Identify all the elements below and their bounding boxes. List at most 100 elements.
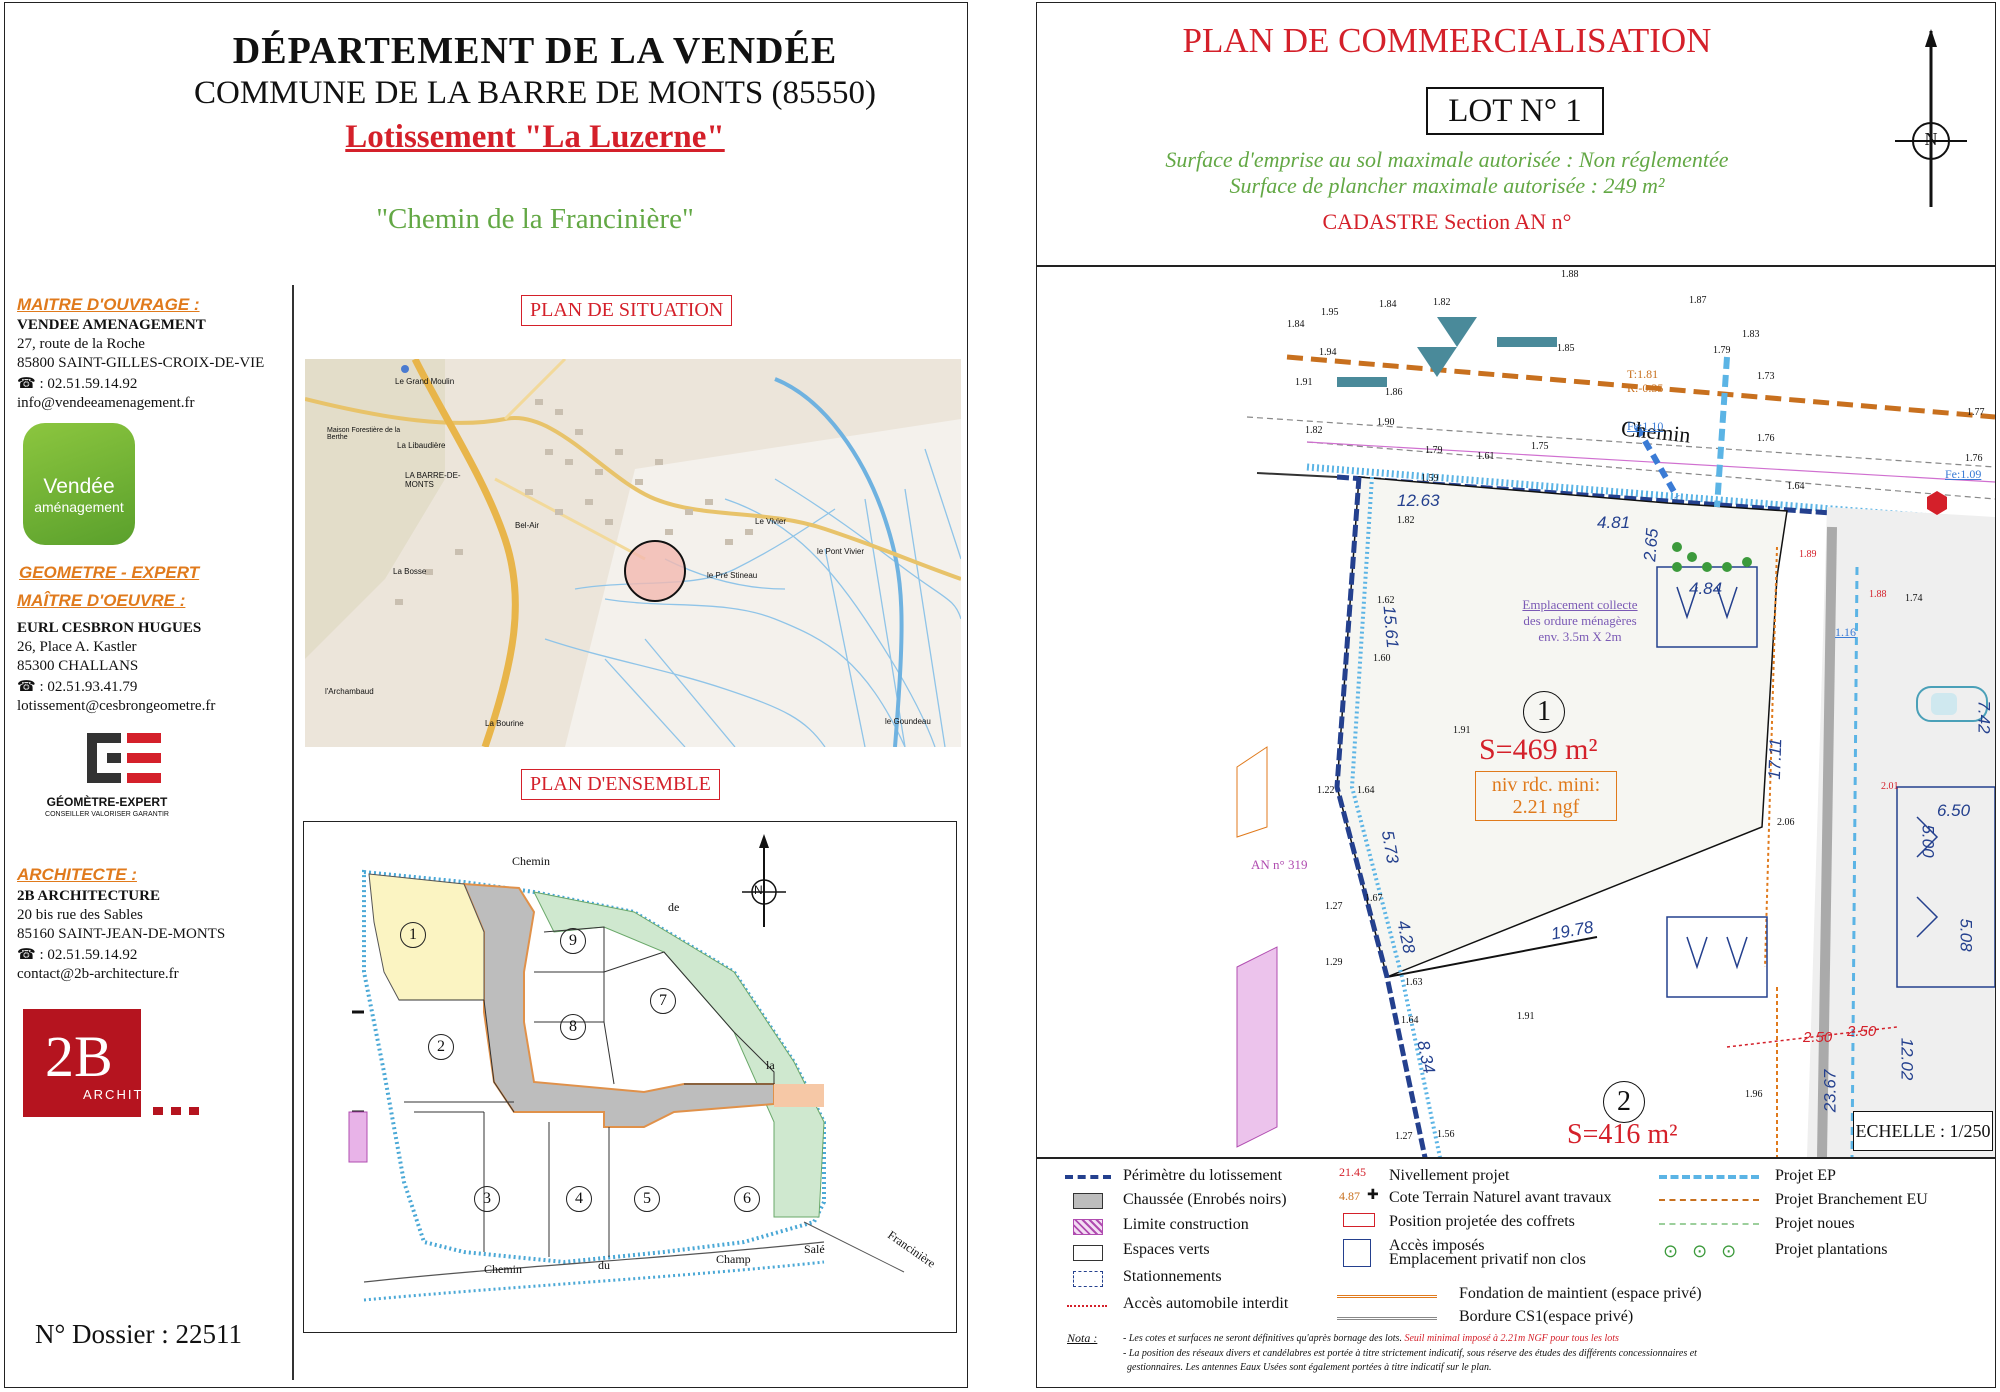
- spot-level: 1.91: [1295, 377, 1313, 388]
- lot-plan: Chemin 1 S=469 m² niv rdc. mini: 2.21 ng…: [1037, 267, 1995, 1157]
- lot-marker: 7: [650, 988, 676, 1014]
- legend-item: Emplacement privatif non clos: [1389, 1251, 1586, 1268]
- map-label: le Goundeau: [885, 717, 931, 726]
- dimension-label: 7.42: [1974, 700, 1994, 734]
- ge-logo-text: GÉOMÈTRE-EXPERT: [46, 795, 168, 809]
- lot-marker: 6: [734, 1186, 760, 1212]
- niv-rdc-box: niv rdc. mini: 2.21 ngf: [1475, 771, 1617, 821]
- nota-line3: gestionnaires. Les antennes Eaux Usées s…: [1127, 1362, 1492, 1373]
- spot-level: 1.82: [1397, 515, 1415, 526]
- cadastre-text: CADASTRE Section AN n°: [1322, 209, 1572, 234]
- phone-icon: ☎: [17, 679, 36, 695]
- maitre-ouvrage-email: info@vendeeamenagement.fr: [17, 395, 195, 411]
- lot2-marker: 2: [1603, 1081, 1645, 1123]
- dossier-number: N° Dossier : 22511: [35, 1319, 243, 1349]
- north-label: N: [754, 883, 763, 897]
- ep-label: 1.16: [1835, 625, 1856, 639]
- acces-interdit-symbol: [1067, 1305, 1107, 1307]
- lot-marker: 8: [560, 1014, 586, 1040]
- limite-construction-symbol: [1073, 1219, 1103, 1235]
- spot-level: 1.64: [1357, 785, 1375, 796]
- projet-noues-symbol: [1659, 1223, 1759, 1225]
- legend-item: Projet Branchement EU: [1775, 1191, 1928, 1208]
- spot-level: 1.67: [1365, 893, 1383, 904]
- spot-level: 1.84: [1379, 299, 1397, 310]
- ep-label: Fe:1.10: [1627, 419, 1664, 433]
- ensemble-plan-drawing: [348, 834, 905, 1302]
- map-label: La Bourine: [485, 719, 524, 728]
- maitre-oeuvre-heading: MAÎTRE D'OEUVRE :: [17, 591, 186, 610]
- map-label: Bel-Air: [515, 521, 540, 530]
- legend-divider: [1037, 1157, 1995, 1159]
- map-label: La Bosse: [393, 567, 427, 576]
- bordure-symbol: [1337, 1317, 1437, 1320]
- architecte-block: 2B ARCHITECTURE 20 bis rue des Sables 85…: [17, 887, 292, 984]
- architecte-heading: ARCHITECTE :: [17, 865, 137, 884]
- nota-red-text: Seuil minimal imposé à 2.21m NGF pour to…: [1404, 1333, 1619, 1344]
- spot-level: 1.96: [1745, 1089, 1763, 1100]
- spot-level: 1.63: [1405, 977, 1423, 988]
- spot-level: 1.64: [1401, 1015, 1419, 1026]
- lot-marker: 5: [634, 1186, 660, 1212]
- plan-ensemble-title: PLAN D'ENSEMBLE: [521, 769, 720, 800]
- phone-icon: ☎: [17, 376, 36, 392]
- spot-level: 1.73: [1757, 371, 1775, 382]
- ep-label: R:-0.35: [1627, 381, 1664, 395]
- spot-level: 1.22: [1317, 785, 1335, 796]
- road-label: du: [598, 1258, 610, 1272]
- chemin-title: "Chemin de la Francinière": [376, 203, 694, 235]
- spot-level: 1.29: [1325, 957, 1343, 968]
- legend-item: Projet noues: [1775, 1215, 1855, 1232]
- spot-level: 1.88: [1561, 269, 1579, 280]
- collecte-annotation: Emplacement collecte des ordure ménagère…: [1505, 597, 1655, 645]
- spot-level: 1.59: [1421, 473, 1439, 484]
- ep-label: Fe:1.09: [1945, 467, 1982, 481]
- spot-level: 1.76: [1965, 453, 1983, 464]
- road-label: de: [668, 900, 680, 914]
- map-label: La Libaudière: [397, 441, 446, 450]
- legend-item: Périmètre du lotissement: [1123, 1167, 1283, 1184]
- commune-title: COMMUNE DE LA BARRE DE MONTS (85550): [193, 75, 876, 111]
- vendee-amenagement-logo: Vendée aménagement: [23, 423, 135, 545]
- legend-item: Cote Terrain Naturel avant travaux: [1389, 1189, 1612, 1206]
- perimetre-symbol: [1065, 1175, 1111, 1179]
- projet-ep-symbol: [1659, 1175, 1759, 1179]
- geometre-block: EURL CESBRON HUGUES 26, Place A. Kastler…: [17, 619, 292, 716]
- lot-marker: 2: [428, 1034, 454, 1060]
- dimension-label: 5.00: [1918, 824, 1938, 858]
- spot-level: 1.95: [1321, 307, 1339, 318]
- legend-item: Bordure CS1(espace privé): [1459, 1308, 1634, 1325]
- geometre-expert-logo: GÉOMÈTRE-EXPERT CONSEILLER VALORISER GAR…: [27, 729, 187, 821]
- header-divider: [1037, 265, 1995, 267]
- 2b-logo-subtext: ARCHITECTURE: [83, 1087, 209, 1102]
- spot-level: 1.75: [1531, 441, 1549, 452]
- left-sheet: DÉPARTEMENT DE LA VENDÉE COMMUNE DE LA B…: [4, 2, 968, 1388]
- lot-marker: 1: [400, 922, 426, 948]
- lot1-marker: 1: [1523, 691, 1565, 733]
- nota-line1: - Les cotes et surfaces ne seront défini…: [1123, 1333, 1619, 1344]
- dimension-label: 2.65: [1640, 527, 1662, 563]
- right-sheet: PLAN DE COMMERCIALISATION LOT N° 1 Surfa…: [1036, 2, 1996, 1388]
- dimension-label: 12.63: [1397, 491, 1440, 510]
- collecte-line: des ordure ménagères: [1523, 613, 1637, 628]
- maitre-ouvrage-phone: : 02.51.59.14.92: [39, 376, 138, 392]
- collecte-line: env. 3.5m X 2m: [1538, 629, 1622, 644]
- road-label: Chemin: [484, 1262, 522, 1276]
- geometre-phone: : 02.51.93.41.79: [39, 679, 138, 695]
- legend-item: Espaces verts: [1123, 1241, 1210, 1258]
- architecte-address2: 85160 SAINT-JEAN-DE-MONTS: [17, 926, 226, 942]
- spot-level: 1.74: [1905, 593, 1923, 604]
- situation-map-drawing: [305, 359, 961, 747]
- emprise-text: Surface d'emprise au sol maximale autori…: [1165, 147, 1729, 172]
- spot-level: 1.77: [1967, 407, 1985, 418]
- spot-level: 1.79: [1425, 445, 1443, 456]
- map-label: Maison Forestière de la Berthe: [327, 427, 401, 441]
- spot-level: 1.84: [1287, 319, 1305, 330]
- road-label: Salé: [804, 1242, 825, 1256]
- legend-item: Projet plantations: [1775, 1241, 1888, 1258]
- dimension-label: 12.02: [1897, 1037, 1917, 1081]
- nota-text: - Les cotes et surfaces ne seront défini…: [1123, 1333, 1402, 1344]
- architecte-name: 2B ARCHITECTURE: [17, 888, 160, 904]
- maitre-ouvrage-heading: MAITRE D'OUVRAGE :: [17, 295, 200, 314]
- lot-marker: 4: [566, 1186, 592, 1212]
